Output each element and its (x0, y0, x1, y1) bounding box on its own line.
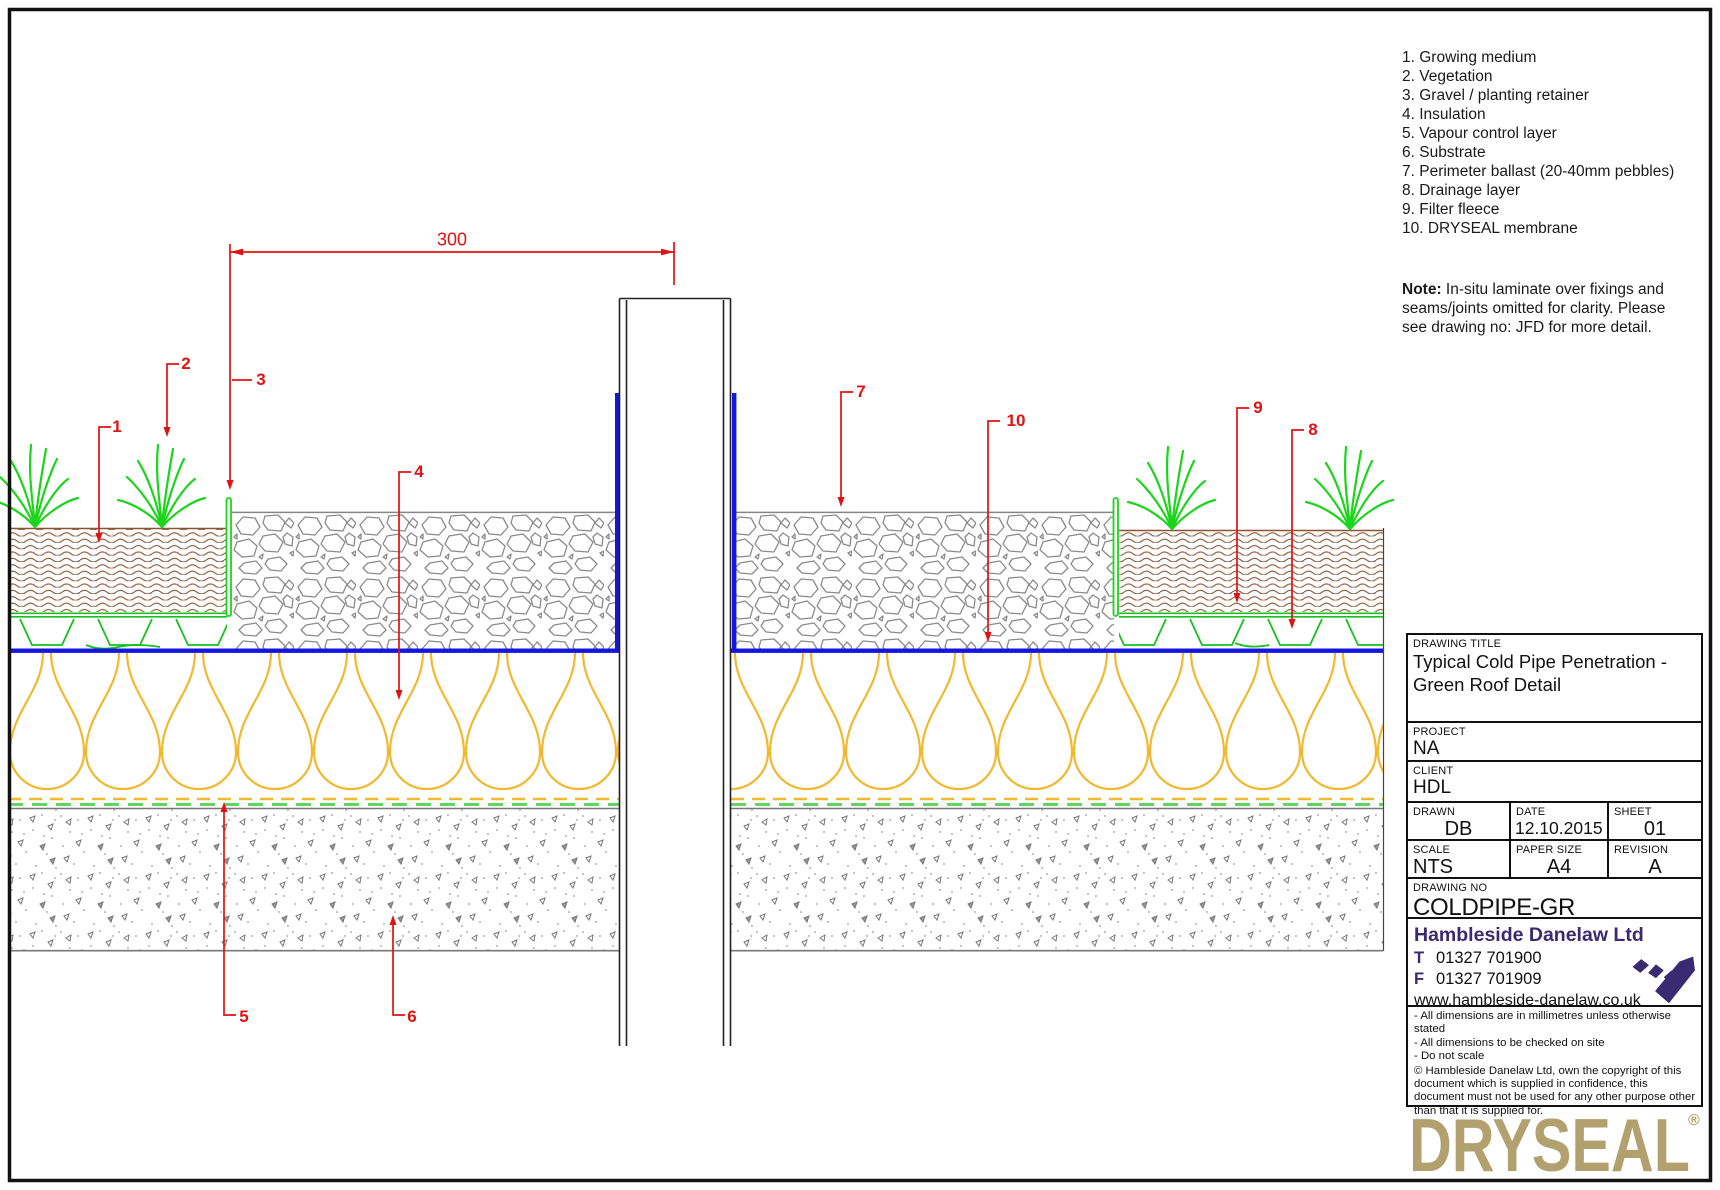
callout-8: 8 (1308, 420, 1318, 439)
callout-3: 3 (256, 370, 266, 389)
callout-4: 4 (414, 462, 424, 481)
drawing-no-cell: DRAWING NO COLDPIPE-GR (1408, 879, 1701, 921)
callout-9: 9 (1253, 398, 1263, 417)
brand-logo: DRYSEAL ® (1409, 1103, 1709, 1187)
callout-5: 5 (239, 1007, 249, 1026)
callout-1: 1 (112, 417, 122, 436)
substrate-layer (8, 807, 1383, 952)
legend-item: 8. Drainage layer (1402, 182, 1521, 199)
filter-fleece (8, 612, 1383, 618)
revision-cell: REVISION A (1607, 841, 1701, 879)
growing-medium-left (8, 527, 227, 612)
perimeter-ballast (232, 511, 1114, 649)
company-website: www.hambleside-danelaw.co.uk (1414, 992, 1641, 1009)
project-label: PROJECT (1413, 726, 1466, 738)
insulation-layer (8, 653, 1383, 798)
drawing-no-label: DRAWING NO (1413, 882, 1488, 894)
callout-2: 2 (181, 354, 191, 373)
legend-item: 10. DRYSEAL membrane (1402, 220, 1578, 237)
company-box: Hambleside Danelaw Ltd T 01327 701900 F 01… (1408, 919, 1701, 1009)
title-block: DRAWING TITLE Typical Cold Pipe Penetrat… (1406, 633, 1703, 1117)
paper-size-cell: PAPER SIZE A4 (1509, 841, 1607, 879)
scale-label: SCALE (1413, 844, 1451, 856)
callout-10: 10 (1006, 411, 1026, 430)
legend-item: 9. Filter fleece (1402, 201, 1500, 218)
legend-item: 7. Perimeter ballast (20-40mm pebbles) (1402, 163, 1675, 180)
legend-item: 5. Vapour control layer (1402, 125, 1557, 142)
cold-pipe (618, 297, 732, 1046)
dimension-label: 300 (436, 229, 468, 250)
date-label: DATE (1516, 806, 1546, 818)
fax-label: F (1414, 970, 1425, 988)
date-value: 12.10.2015 (1515, 818, 1603, 838)
client-label: CLIENT (1413, 765, 1454, 777)
drawing-title: Typical Cold Pipe Penetration - Green Ro… (1413, 651, 1667, 695)
scale-value: NTS (1413, 856, 1453, 878)
fax-value: 01327 701909 (1436, 970, 1542, 988)
phone-value: 01327 701900 (1436, 949, 1542, 967)
company-logo (1632, 956, 1695, 1004)
drawn-value: DB (1444, 818, 1473, 840)
page-border (7, 7, 1713, 1183)
sheet-cell: SHEET 01 (1607, 803, 1701, 841)
legend-item: 2. Vegetation (1402, 68, 1493, 85)
growing-medium-right (1119, 529, 1383, 612)
planting-retainer-left (225, 497, 232, 617)
note-text: In-situ laminate over fixings and seams/… (1402, 281, 1666, 336)
callout-7: 7 (856, 382, 866, 401)
dimension-arrowheads (230, 248, 674, 256)
client-value: HDL (1413, 777, 1452, 798)
date-cell: DATE 12.10.2015 (1509, 803, 1607, 841)
drawing-title-cell: DRAWING TITLE Typical Cold Pipe Penetrat… (1408, 635, 1701, 723)
disclaimer-copyright: © Hambleside Danelaw Ltd, own the copyri… (1414, 1064, 1696, 1117)
dryseal-membrane (8, 393, 1383, 653)
legend-item: 3. Gravel / planting retainer (1402, 87, 1589, 104)
dimension-300 (229, 242, 675, 482)
callout-arrowheads (95, 427, 1296, 925)
registered-mark: ® (1688, 1112, 1700, 1129)
phone-label: T (1414, 949, 1425, 967)
drawing-no-value: COLDPIPE-GR (1413, 894, 1576, 921)
callout-leaders (98, 363, 1304, 1016)
legend: 1. Growing medium 2. Vegetation 3. Grave… (1402, 48, 1702, 238)
drawing-title-label: DRAWING TITLE (1413, 638, 1502, 650)
drawn-cell: DRAWN DB (1408, 803, 1509, 841)
note: Note: In-situ laminate over fixings and … (1402, 280, 1694, 337)
paper-size-label: PAPER SIZE (1516, 844, 1582, 856)
planting-retainer-right (1112, 497, 1119, 617)
disclaimer-line: - Do not scale (1414, 1050, 1485, 1063)
scale-cell: SCALE NTS (1408, 841, 1509, 879)
revision-label: REVISION (1614, 844, 1669, 856)
legend-item: 1. Growing medium (1402, 49, 1537, 66)
vegetation (0, 443, 1395, 531)
disclaimer-line: - All dimensions to be checked on site (1414, 1036, 1605, 1049)
dryseal-wordmark: DRYSEAL (1409, 1103, 1690, 1187)
project-cell: PROJECT NA (1408, 723, 1701, 762)
paper-size-value: A4 (1546, 856, 1572, 878)
company-name: Hambleside Danelaw Ltd (1414, 924, 1644, 946)
client-cell: CLIENT HDL (1408, 762, 1701, 803)
legend-item: 6. Substrate (1402, 144, 1486, 161)
drainage-layer (8, 618, 1383, 650)
sheet-value: 01 (1643, 818, 1667, 840)
legend-item: 4. Insulation (1402, 106, 1486, 123)
disclaimer-line: - All dimensions are in millimetres unle… (1414, 1010, 1672, 1036)
revision-value: A (1648, 856, 1662, 878)
note-label: Note: (1402, 281, 1442, 298)
disclaimer: - All dimensions are in millimetres unle… (1408, 1007, 1701, 1117)
callout-6: 6 (407, 1007, 417, 1026)
sheet-label: SHEET (1614, 806, 1652, 818)
project-value: NA (1413, 738, 1440, 759)
drawn-label: DRAWN (1413, 806, 1456, 818)
